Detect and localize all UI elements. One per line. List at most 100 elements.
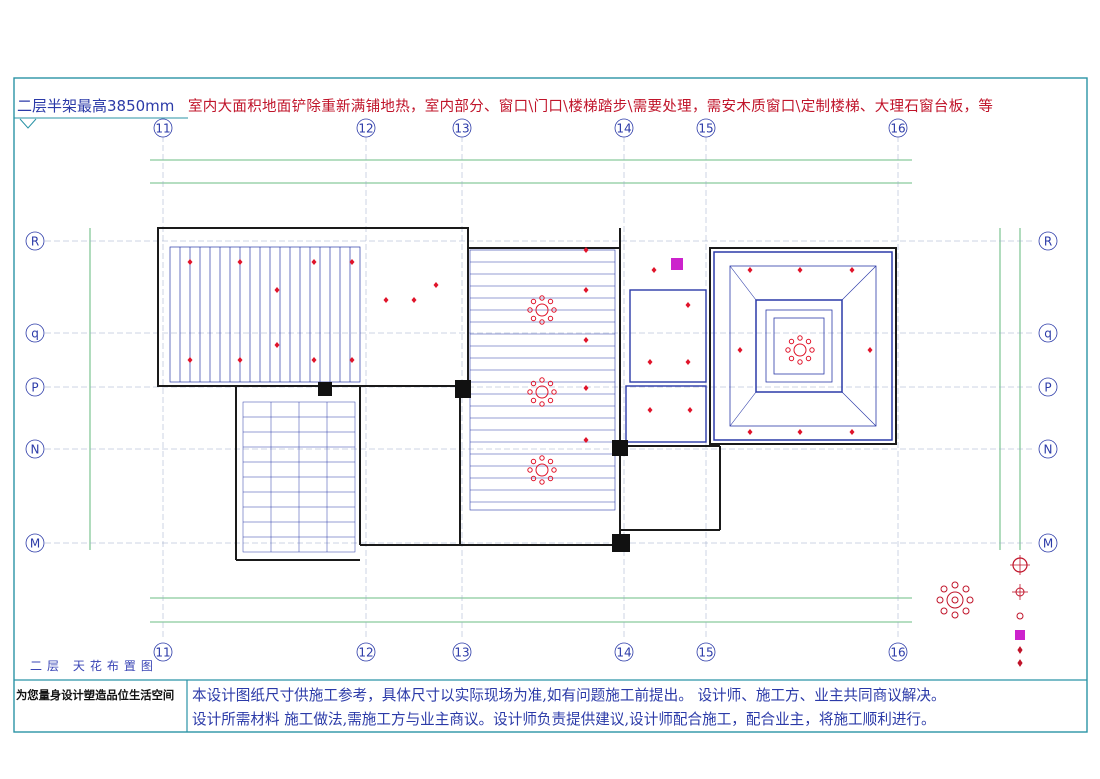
grid-row-P-right-label: P xyxy=(1044,381,1051,395)
downlight-icon xyxy=(349,259,355,265)
grid-row-q-right-bubble xyxy=(1038,323,1058,343)
downlight-icon xyxy=(237,357,243,363)
chandelier-icon xyxy=(785,335,815,365)
grid-col-13-bottom-bubble xyxy=(452,642,472,662)
height-note: 二层半架最高3850mm xyxy=(17,97,175,115)
downlight-icon xyxy=(583,337,589,343)
grid-row-M-right-label: M xyxy=(1043,537,1053,551)
bathroom-ceiling xyxy=(625,289,707,443)
downlight-icon xyxy=(383,297,389,303)
downlight-icon xyxy=(849,429,855,435)
grid-row-R-right-bubble xyxy=(1038,231,1058,251)
downlight-icon xyxy=(433,282,439,288)
renovation-note: 室内大面积地面铲除重新满铺地热，室内部分、窗口\门口\楼梯踏步\需要处理，需安木… xyxy=(188,99,994,115)
downlight-icon xyxy=(311,357,317,363)
walls xyxy=(157,227,897,561)
company-slogan: 为您量身设计塑造品位生活空间 xyxy=(16,689,175,702)
sheet-border xyxy=(13,77,1088,733)
ceiling-slats-left xyxy=(169,246,361,383)
grid-col-14-bottom-label: 14 xyxy=(616,646,631,660)
grid-row-R-right-label: R xyxy=(1044,235,1052,249)
exhaust-fan-icon xyxy=(671,258,683,270)
grid-row-M-right-bubble xyxy=(1038,533,1058,553)
grid-row-P-right-bubble xyxy=(1038,377,1058,397)
grid-col-11-top-bubble xyxy=(153,118,173,138)
downlight-icon xyxy=(747,267,753,273)
elevation-marker xyxy=(19,118,37,129)
grid-row-R-left-label: R xyxy=(31,235,39,249)
downlight-icon xyxy=(274,287,280,293)
downlight-icon xyxy=(737,347,743,353)
columns xyxy=(318,380,630,552)
chandelier-icon xyxy=(527,377,557,407)
grid-col-11-bottom-label: 11 xyxy=(155,646,170,660)
coffered-ceiling xyxy=(713,251,893,441)
grid-row-N-right-label: N xyxy=(1044,443,1053,457)
grid-col-11-top-label: 11 xyxy=(155,122,170,136)
dimension-lines xyxy=(89,159,1021,623)
downlight-icon xyxy=(274,342,280,348)
downlight-icon xyxy=(237,259,243,265)
chandelier-icon xyxy=(527,295,557,325)
ceiling-slats-center xyxy=(469,249,616,511)
downlight-icon xyxy=(867,347,873,353)
footer-note-line-2: 设计所需材料 施工做法,需施工方与业主商议。设计师负责提供建议,设计师配合施工，… xyxy=(192,711,936,728)
downlight-icon xyxy=(647,359,653,365)
downlight-icon xyxy=(797,429,803,435)
grid-col-14-bottom-bubble xyxy=(614,642,634,662)
legend-chandelier-icon xyxy=(936,581,974,619)
plan-title: 二层 天花布置图 xyxy=(30,659,158,673)
grid-row-M-left-label: M xyxy=(30,537,40,551)
grid-col-16-top-label: 16 xyxy=(890,122,905,136)
grid-col-12-top-bubble xyxy=(356,118,376,138)
downlight-icon xyxy=(747,429,753,435)
chandelier-icon xyxy=(527,455,557,485)
grid-row-P-left-label: P xyxy=(31,381,38,395)
grid-col-13-bottom-label: 13 xyxy=(454,646,469,660)
grid-row-P-left-bubble xyxy=(25,377,45,397)
grid-col-16-bottom-bubble xyxy=(888,642,908,662)
grid-row-R-left-bubble xyxy=(25,231,45,251)
downlight-icon xyxy=(187,357,193,363)
downlight-icon xyxy=(685,359,691,365)
grid-col-16-top-bubble xyxy=(888,118,908,138)
downlight-icon xyxy=(647,407,653,413)
grid-col-12-bottom-label: 12 xyxy=(358,646,373,660)
downlight-icon xyxy=(651,267,657,273)
grid-col-13-top-bubble xyxy=(452,118,472,138)
grid-axes xyxy=(45,136,1035,640)
downlight-icon xyxy=(583,287,589,293)
grid-col-12-top-label: 12 xyxy=(358,122,373,136)
downlight-icon xyxy=(583,385,589,391)
grid-row-N-right-bubble xyxy=(1038,439,1058,459)
legend xyxy=(1010,555,1030,667)
grid-row-M-left-bubble xyxy=(25,533,45,553)
grid-col-16-bottom-label: 16 xyxy=(890,646,905,660)
downlight-icon xyxy=(411,297,417,303)
ceiling-fan-icon xyxy=(1016,612,1024,620)
exhaust-legend-icon xyxy=(1015,630,1025,640)
grid-row-N-left-bubble xyxy=(25,439,45,459)
downlights xyxy=(187,247,873,443)
chandeliers xyxy=(527,295,815,485)
grid-row-q-left-bubble xyxy=(25,323,45,343)
small-light-icon xyxy=(1017,646,1023,654)
grid-row-q-right-label: q xyxy=(1044,327,1052,341)
downlight-icon xyxy=(583,437,589,443)
downlight-icon xyxy=(849,267,855,273)
downlight-icon xyxy=(687,407,693,413)
footer-note-line-1: 本设计图纸尺寸供施工参考，具体尺寸以实际现场为准,如有问题施工前提出。 设计师、… xyxy=(192,687,946,704)
downlight-icon xyxy=(311,259,317,265)
downlight-icon xyxy=(685,302,691,308)
grid-col-15-top-label: 15 xyxy=(698,122,713,136)
downlight-icon xyxy=(797,267,803,273)
grid-row-N-left-label: N xyxy=(31,443,40,457)
tile-ceiling xyxy=(242,401,356,553)
grid-col-14-top-label: 14 xyxy=(616,122,631,136)
grid-col-11-bottom-bubble xyxy=(153,642,173,662)
grid-col-14-top-bubble xyxy=(614,118,634,138)
grid-col-15-bottom-bubble xyxy=(696,642,716,662)
